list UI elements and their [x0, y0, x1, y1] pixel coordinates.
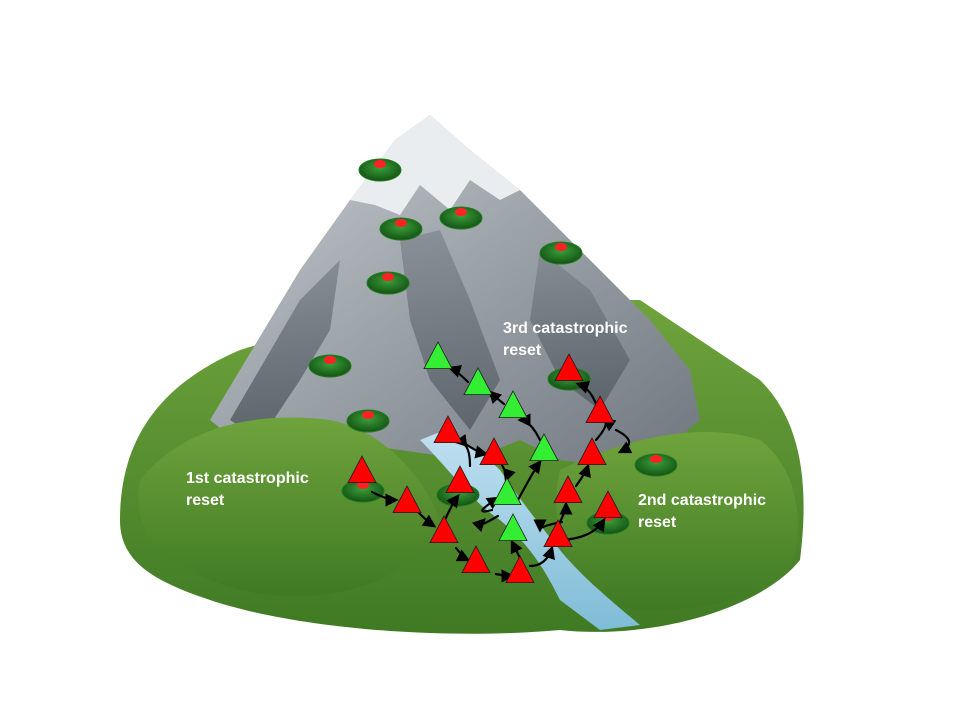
red-triangle-icon — [554, 353, 584, 382]
red-triangle-icon — [347, 455, 377, 484]
red-triangle-icon — [433, 415, 463, 444]
path-arrow — [614, 428, 633, 454]
red-triangle-icon — [479, 437, 509, 466]
reset-label-3rd-line2: reset — [503, 342, 542, 359]
reset-label-3rd: 3rd catastrophic reset — [503, 318, 627, 362]
reset-label-1st: 1st catastrophic reset — [186, 468, 309, 512]
path-arrow — [558, 501, 573, 524]
path-arrow — [481, 496, 501, 513]
red-triangle-icon — [553, 475, 583, 504]
path-arrow — [516, 459, 542, 502]
green-triangle-icon — [529, 433, 559, 462]
path-arrow — [517, 413, 542, 442]
path-arrow — [575, 381, 598, 406]
peak-marker-icon — [634, 453, 678, 477]
river — [420, 432, 640, 630]
reset-label-2nd: 2nd catastrophic reset — [638, 490, 766, 534]
reset-label-2nd-line1: 2nd catastrophic — [638, 492, 767, 509]
red-triangle-icon — [392, 485, 422, 513]
reset-label-1st-line1: 1st catastrophic — [186, 470, 309, 487]
red-triangle-icon — [577, 437, 607, 466]
peak-marker-icon — [439, 206, 483, 230]
rock-ridge-left — [230, 260, 340, 440]
peak-marker-icon — [539, 241, 583, 265]
peak-marker-icon — [308, 354, 352, 378]
path-arrow — [528, 545, 555, 568]
red-triangle-icon — [593, 490, 623, 518]
green-triangle-icon — [492, 477, 522, 506]
peak-marker-icon — [341, 479, 385, 503]
grass-slope-right — [556, 431, 798, 610]
red-triangle-icon — [429, 515, 459, 543]
peak-marker-icon — [366, 271, 410, 295]
peak-markers — [308, 158, 678, 535]
rock-ridge-right — [530, 250, 630, 410]
snow-cap — [350, 115, 520, 215]
green-triangle-icon — [498, 513, 528, 541]
green-triangle-icon — [463, 367, 493, 396]
path-arrow — [471, 514, 500, 533]
peak-marker-icon — [358, 158, 402, 182]
reset-label-2nd-line2: reset — [638, 514, 677, 531]
reset-label-3rd-line1: 3rd catastrophic — [503, 320, 628, 337]
peak-marker-icon — [346, 409, 390, 433]
path-arrow — [510, 539, 523, 560]
path-arrow — [370, 490, 399, 507]
search-markers — [347, 341, 623, 583]
red-triangle-icon — [543, 519, 573, 547]
red-triangle-icon — [505, 555, 535, 583]
path-arrow — [454, 546, 471, 562]
green-triangle-icon — [498, 390, 528, 419]
red-triangle-icon — [461, 545, 491, 573]
red-triangle-icon — [585, 395, 615, 424]
red-triangle-icon — [445, 465, 475, 494]
peak-marker-icon — [379, 217, 423, 241]
path-arrow — [416, 510, 437, 528]
path-arrow — [574, 463, 591, 488]
reset-label-1st-line2: reset — [186, 492, 225, 509]
path-arrow — [458, 438, 489, 459]
green-triangle-icon — [423, 341, 453, 370]
